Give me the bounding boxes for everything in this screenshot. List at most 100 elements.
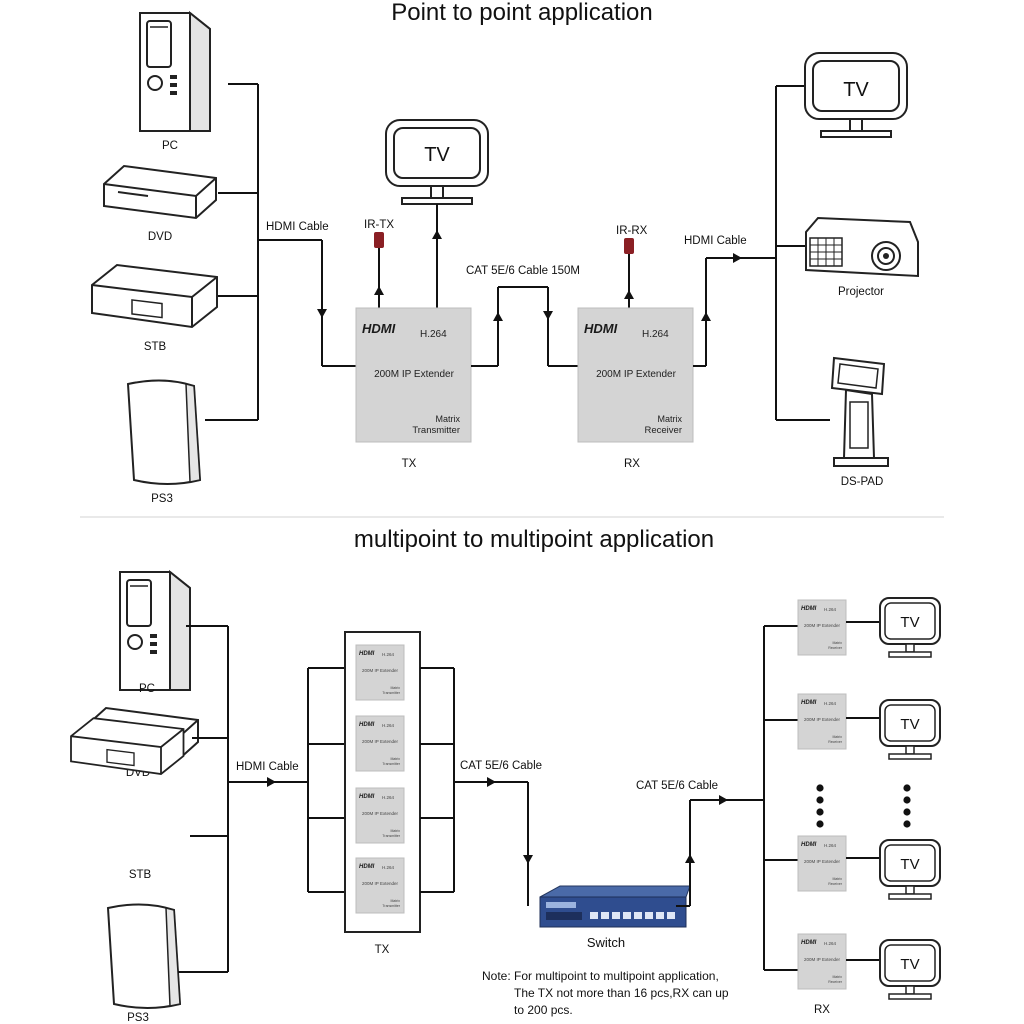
mini-tx-2-logo: HDMI <box>359 722 375 728</box>
mini-rx-1-role-1: Matrix <box>832 641 842 645</box>
mini-rx-4-name: 200M IP Extender <box>804 957 840 962</box>
source-label-stb: STB <box>144 341 167 353</box>
mini-rx-3: HDMI H.264 200M IP Extender Matrix Recei… <box>797 835 847 892</box>
ir-rx-icon <box>624 238 634 254</box>
tv-label-rx-2: TV <box>900 716 919 733</box>
switch-icon <box>539 885 691 928</box>
mini-tx-1-role-1: Matrix <box>390 686 400 690</box>
tx-extender: HDMI H.264 200M IP Extender Matrix Trans… <box>355 307 472 443</box>
mini-tx-4-role-1: Matrix <box>390 899 400 903</box>
mini-rx-1: HDMI H.264 200M IP Extender Matrix Recei… <box>797 599 847 656</box>
top-hdmi-cable-right: HDMI Cable <box>684 235 747 247</box>
mini-rx-2: HDMI H.264 200M IP Extender Matrix Recei… <box>797 693 847 750</box>
top-hdmi-cable-left: HDMI Cable <box>266 221 329 233</box>
mini-rx-1-name: 200M IP Extender <box>804 623 840 628</box>
mini-tx-4-name: 200M IP Extender <box>362 881 398 886</box>
mini-tx-2: HDMI H.264 200M IP Extender Matrix Trans… <box>355 715 405 772</box>
mini-tx-4-logo: HDMI <box>359 864 375 870</box>
pc-icon-bottom <box>119 571 191 691</box>
top-cat-cable-label: CAT 5E/6 Cable 150M <box>466 265 580 277</box>
tx-role-2: Transmitter <box>412 425 460 436</box>
mini-tx-1-logo: HDMI <box>359 651 375 657</box>
mini-tx-2-role-1: Matrix <box>390 757 400 761</box>
mini-rx-2-name: 200M IP Extender <box>804 717 840 722</box>
note-line-2: The TX not more than 16 pcs,RX can up <box>514 986 729 1000</box>
ir-rx-label: IR-RX <box>616 225 648 237</box>
mini-rx-2-role-2: Receiver <box>828 740 843 744</box>
tv-label-rx-3: TV <box>900 856 919 873</box>
bottom-hdmi-cable-left: HDMI Cable <box>236 761 299 773</box>
stb-icon <box>91 264 218 328</box>
ir-tx-label: IR-TX <box>364 219 394 231</box>
tv-label-rx-4: TV <box>900 956 919 973</box>
mini-rx-2-role-1: Matrix <box>832 735 842 739</box>
bottom-title: multipoint to multipoint application <box>354 526 714 553</box>
mini-rx-4-role-1: Matrix <box>832 975 842 979</box>
bottom-rx-caption: RX <box>814 1004 830 1016</box>
mini-rx-4-codec: H.264 <box>824 941 837 946</box>
source-label-dvd: DVD <box>148 231 172 243</box>
rx-column: HDMI H.264 200M IP Extender Matrix Recei… <box>797 599 847 990</box>
mini-tx-3-role-1: Matrix <box>390 829 400 833</box>
rx-name: 200M IP Extender <box>596 369 677 380</box>
top-left-bus <box>205 83 356 421</box>
dvd-icon <box>103 165 217 219</box>
top-cat-cable <box>471 286 578 367</box>
rx-caption: RX <box>624 458 640 470</box>
ps3-icon-bottom <box>107 903 181 1009</box>
bottom-left-bus <box>178 625 345 973</box>
source-label-stb-bottom: STB <box>129 869 152 881</box>
mini-rx-4-logo: HDMI <box>801 940 817 946</box>
tx-codec: H.264 <box>420 329 447 340</box>
mini-tx-1-role-2: Transmitter <box>382 691 400 695</box>
mini-tx-1-name: 200M IP Extender <box>362 668 398 673</box>
note-line-1: Note: For multipoint to multipoint appli… <box>482 969 719 983</box>
tv-label-top-center: TV <box>424 144 450 166</box>
tv-label-rx-1: TV <box>900 614 919 631</box>
mini-rx-1-role-2: Receiver <box>828 646 843 650</box>
ds-pad-icon <box>831 357 889 467</box>
tx-caption: TX <box>402 458 417 470</box>
mini-rx-4-role-2: Receiver <box>828 980 843 984</box>
source-label-pc-bottom: PC <box>139 683 155 695</box>
mini-rx-4: HDMI H.264 200M IP Extender Matrix Recei… <box>797 933 847 990</box>
bottom-cat-cable-mid: CAT 5E/6 Cable <box>460 760 542 772</box>
mini-rx-2-codec: H.264 <box>824 701 837 706</box>
rx-extender: HDMI H.264 200M IP Extender Matrix Recei… <box>577 307 694 443</box>
mini-tx-2-codec: H.264 <box>382 723 395 728</box>
tv-label-top-right: TV <box>843 79 869 101</box>
rx-tv-links <box>846 621 880 961</box>
source-label-pc: PC <box>162 140 178 152</box>
source-label-ps3: PS3 <box>151 493 173 505</box>
ps3-icon <box>127 379 201 485</box>
tx-hdmi-logo: HDMI <box>362 321 396 336</box>
top-right-bus <box>693 85 830 421</box>
mini-tx-2-name: 200M IP Extender <box>362 739 398 744</box>
tx-role-1: Matrix <box>436 414 461 424</box>
display-label-projector: Projector <box>838 286 884 298</box>
note-line-3: to 200 pcs. <box>514 1003 573 1017</box>
display-label-ds-pad: DS-PAD <box>841 476 884 488</box>
bottom-mid-bus <box>420 667 533 906</box>
mini-tx-3-logo: HDMI <box>359 794 375 800</box>
bottom-tx-caption: TX <box>375 944 390 956</box>
rx-role-1: Matrix <box>658 414 683 424</box>
ellipsis-dots-icon <box>816 784 911 828</box>
mini-rx-3-logo: HDMI <box>801 842 817 848</box>
mini-tx-4-codec: H.264 <box>382 865 395 870</box>
mini-rx-3-codec: H.264 <box>824 843 837 848</box>
mini-rx-3-role-1: Matrix <box>832 877 842 881</box>
rx-role-2: Receiver <box>645 425 683 436</box>
mini-tx-3: HDMI H.264 200M IP Extender Matrix Trans… <box>355 787 405 844</box>
bottom-right-bus <box>676 625 798 971</box>
rx-codec: H.264 <box>642 329 669 340</box>
mini-rx-2-logo: HDMI <box>801 700 817 706</box>
ir-tx-icon <box>374 232 384 248</box>
tx-name: 200M IP Extender <box>374 369 455 380</box>
rx-hdmi-logo: HDMI <box>584 321 618 336</box>
source-label-ps3-bottom: PS3 <box>127 1012 149 1024</box>
mini-tx-4: HDMI H.264 200M IP Extender Matrix Trans… <box>355 857 405 914</box>
tx-rack-units: HDMI H.264 200M IP Extender Matrix Trans… <box>355 644 405 914</box>
mini-rx-3-name: 200M IP Extender <box>804 859 840 864</box>
